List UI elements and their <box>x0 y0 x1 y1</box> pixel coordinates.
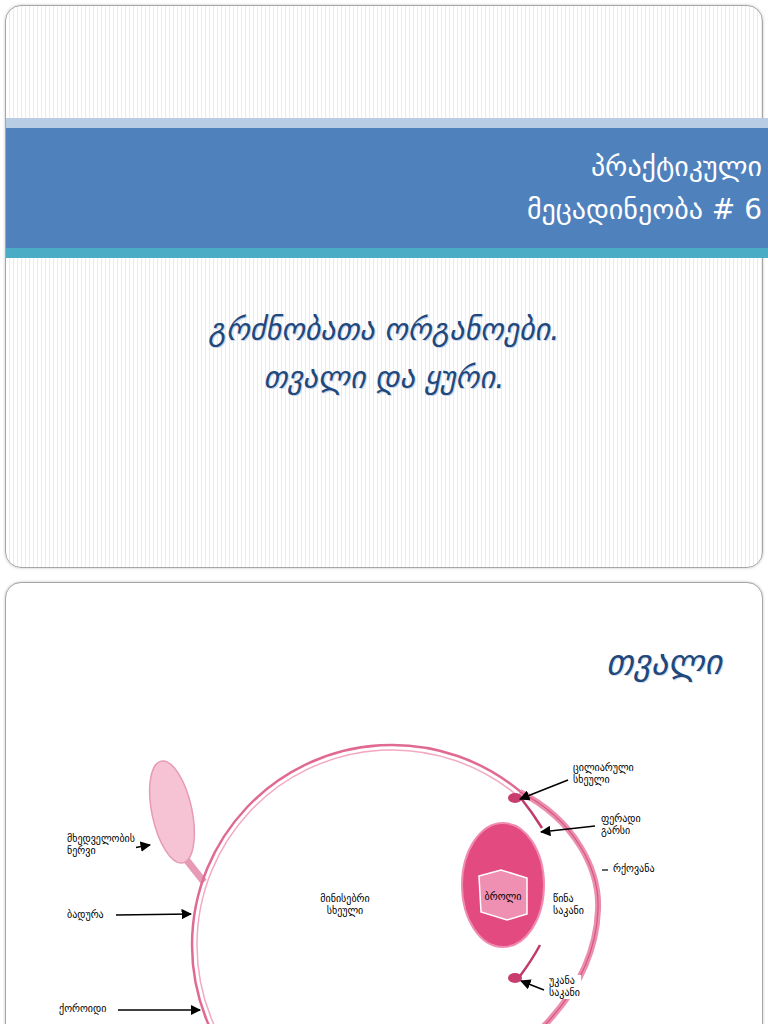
part-label: მხედველობის ნერვი <box>66 833 136 857</box>
title-band: პრაქტიკული მეცადინეობა # 6 <box>6 118 768 258</box>
part-label: წინა საკანი <box>552 893 585 917</box>
part-label: ბადურა <box>66 909 105 921</box>
lens-nucleus <box>479 870 527 920</box>
optic-nerve <box>142 757 203 867</box>
lens: ბროლი <box>461 822 545 948</box>
lens-body <box>462 823 544 947</box>
leader-arrow <box>520 780 568 799</box>
leader-tick <box>602 869 608 870</box>
iris <box>520 945 540 976</box>
iris <box>520 797 542 828</box>
part-label: რქოვანა <box>612 863 655 875</box>
slide-title: პრაქტიკული მეცადინეობა # 6 <box>432 145 762 231</box>
part-label: ქოროიდი <box>58 1003 107 1015</box>
part-label: უკანა საკანი <box>548 975 581 999</box>
title-slide: გრძნობათა ორგანოები.თვალი და ყური. პრაქტი… <box>5 5 763 568</box>
leader-arrow <box>116 914 191 915</box>
leader-arrow <box>541 826 595 832</box>
content-slide: თვალი ბროლი <box>5 582 763 1024</box>
part-label: მინისებრი სხეული <box>319 893 370 917</box>
part-label: ბროლი <box>485 891 522 903</box>
leader-arrow <box>118 1009 200 1011</box>
lens-shape <box>461 822 545 948</box>
subtitle-line: გრძნობათა ორგანოები. <box>6 306 762 354</box>
subtitle-line: თვალი და ყური. <box>6 354 762 402</box>
optic-nerve-stalk <box>185 858 204 882</box>
slide-heading: თვალი <box>606 640 722 684</box>
part-label: ცილიარული სხეული <box>572 762 635 786</box>
part-label: ფერადი გარსი <box>600 813 642 837</box>
leader-arrow <box>521 981 544 990</box>
